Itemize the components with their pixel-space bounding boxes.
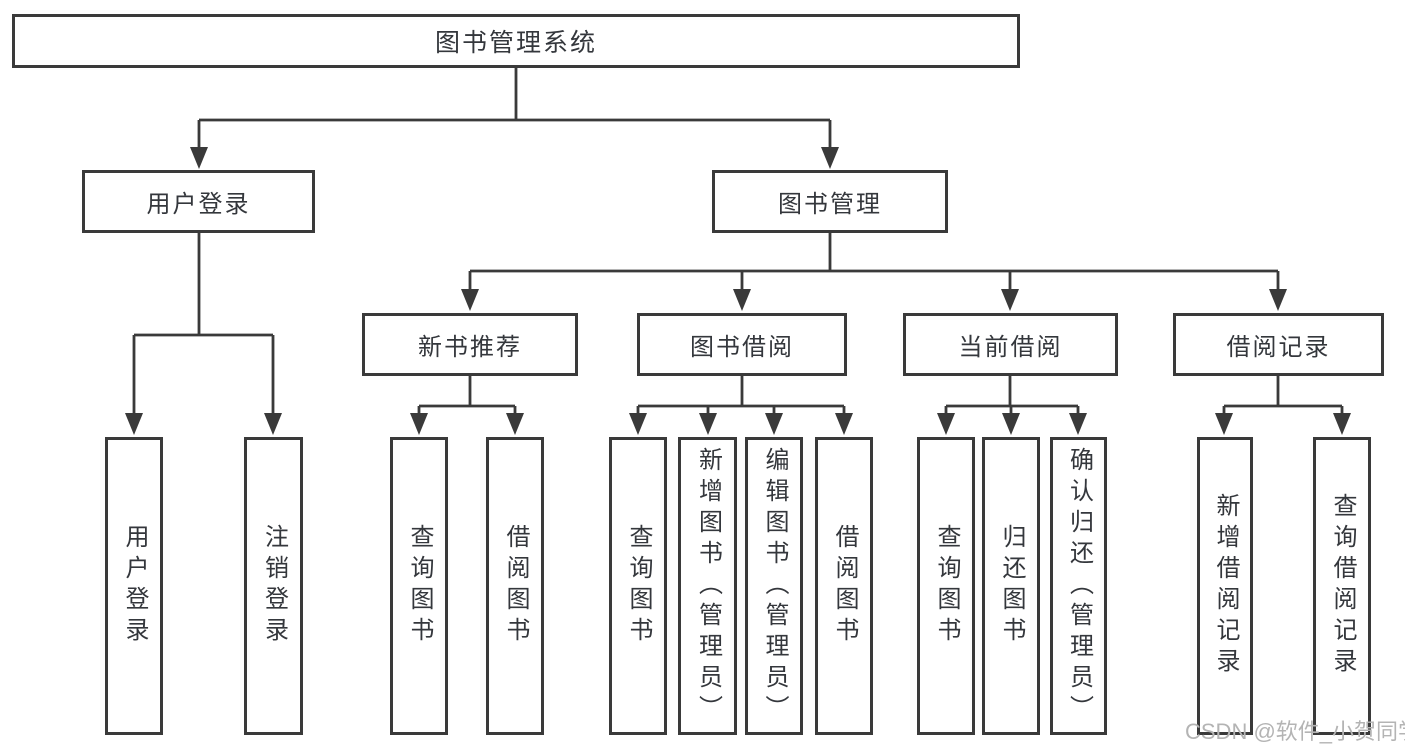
node-current-borrowing-label: 当前借阅 (958, 334, 1063, 361)
leaf-user-login: 用户登录 (105, 437, 163, 735)
leaf-logout: 注销登录 (244, 437, 303, 735)
connector-borrowing-records-group (1224, 376, 1342, 408)
leaf-borrow-books-a: 借阅图书 (486, 437, 544, 735)
leaf-borrow-books-b: 借阅图书 (815, 437, 873, 735)
node-library-system: 图书管理系统 (12, 14, 1020, 68)
leaf-return-books: 归还图书 (982, 437, 1040, 735)
leaf-user-login-label: 用户登录 (121, 524, 148, 648)
leaf-borrow-books-a-label: 借阅图书 (502, 524, 529, 648)
connector-current-borrowing-group (946, 376, 1078, 408)
csdn-watermark: CSDN @软件_小贺同学 (1185, 719, 1405, 744)
leaf-query-borrow-record: 查询借阅记录 (1313, 437, 1371, 735)
leaf-logout-label: 注销登录 (260, 524, 288, 648)
node-new-book-recommend-label: 新书推荐 (418, 334, 522, 361)
leaf-add-books-admin: 新增图书（管理员） (678, 437, 737, 735)
leaf-add-borrow-record: 新增借阅记录 (1197, 437, 1253, 735)
leaf-query-borrow-record-label: 查询借阅记录 (1329, 493, 1356, 679)
node-book-management-label: 图书管理 (778, 191, 882, 218)
leaf-query-books-c-label: 查询图书 (933, 524, 960, 648)
connector-root (199, 68, 830, 122)
node-borrowing-records: 借阅记录 (1173, 313, 1384, 376)
leaf-add-borrow-record-label: 新增借阅记录 (1212, 493, 1239, 679)
leaf-query-books-b-label: 查询图书 (625, 524, 652, 648)
connector-book-borrowing-group (638, 376, 844, 408)
leaf-query-books-b: 查询图书 (609, 437, 667, 735)
node-borrowing-records-label: 借阅记录 (1226, 334, 1331, 361)
leaf-query-books-a: 查询图书 (390, 437, 448, 735)
leaf-query-books-c: 查询图书 (917, 437, 975, 735)
leaf-edit-books-admin-label: 编辑图书（管理员） (761, 446, 788, 726)
node-library-system-label: 图书管理系统 (434, 29, 597, 57)
node-current-borrowing: 当前借阅 (903, 313, 1118, 376)
leaf-return-books-label: 归还图书 (998, 524, 1025, 648)
leaf-confirm-return-admin-label: 确认归还（管理员） (1065, 446, 1093, 726)
node-new-book-recommend: 新书推荐 (362, 313, 578, 376)
node-user-login: 用户登录 (82, 170, 315, 233)
leaf-borrow-books-b-label: 借阅图书 (831, 524, 858, 648)
leaf-edit-books-admin: 编辑图书（管理员） (745, 437, 803, 735)
leaf-confirm-return-admin: 确认归还（管理员） (1050, 437, 1107, 735)
leaf-add-books-admin-label: 新增图书（管理员） (694, 446, 722, 726)
connector-book-management-group (470, 233, 1278, 273)
connector-user-login-group (134, 233, 273, 337)
node-user-login-label: 用户登录 (146, 191, 251, 218)
connector-new-book-recommend-group (419, 376, 515, 408)
node-book-borrowing-label: 图书借阅 (690, 334, 794, 361)
leaf-query-books-a-label: 查询图书 (406, 524, 433, 648)
node-book-management: 图书管理 (712, 170, 948, 233)
node-book-borrowing: 图书借阅 (637, 313, 847, 376)
